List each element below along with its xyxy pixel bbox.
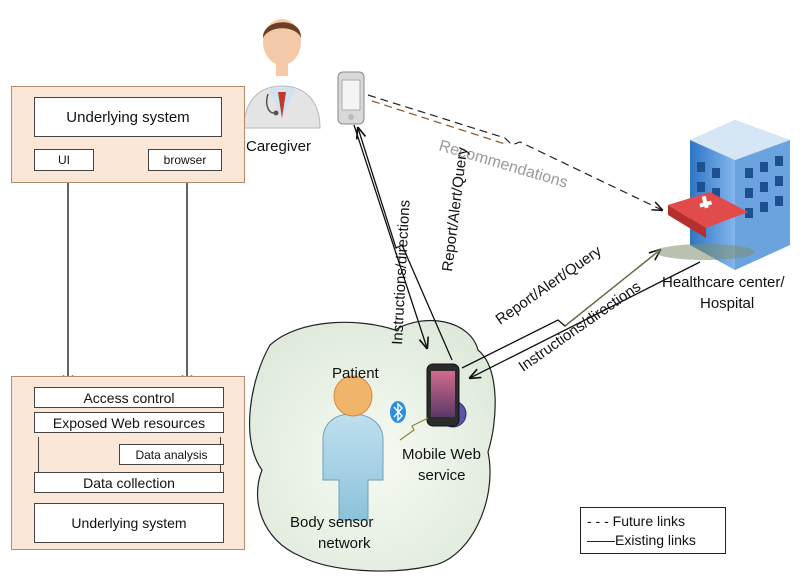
patient-label: Patient xyxy=(332,365,379,382)
data-collection-box: Data collection xyxy=(34,472,224,493)
underlying-system-box-top: Underlying system xyxy=(34,97,222,137)
link-instructions-phone xyxy=(353,124,427,348)
bluetooth-link xyxy=(399,417,429,441)
hospital-label-line2: Hospital xyxy=(700,295,755,312)
caregiver-label: Caregiver xyxy=(246,138,312,155)
patient-icon xyxy=(322,375,384,521)
bluetooth-icon xyxy=(390,401,406,423)
mobile-web-service-label-line1: Mobile Web xyxy=(402,446,481,463)
future-link-caregiver-hospital xyxy=(367,94,662,210)
patient-phone-icon xyxy=(426,363,467,428)
caregiver-phone-icon xyxy=(337,71,365,125)
body-sensor-network-label-line2: network xyxy=(318,535,371,552)
legend-future-links: - - - Future links xyxy=(587,513,686,529)
link-report-hospital-accent xyxy=(564,249,661,327)
underlying-system-box-bottom: Underlying system xyxy=(34,503,224,543)
mobile-web-service-label-line2: service xyxy=(418,467,466,484)
hospital-label-line1: Healthcare center/ xyxy=(662,274,785,291)
link-label-report-phone: Report/Alert/Query xyxy=(439,146,471,273)
link-report-phone xyxy=(358,128,453,361)
future-link-caregiver-hospital-2 xyxy=(371,100,506,145)
data-analysis-box: Data analysis xyxy=(119,444,224,465)
browser-box: browser xyxy=(148,149,222,171)
client-system-panel: Underlying system UI browser xyxy=(11,86,245,183)
legend-existing-links: ——Existing links xyxy=(587,532,696,548)
body-sensor-network-label-line1: Body sensor xyxy=(290,514,374,531)
ui-box: UI xyxy=(34,149,94,171)
hospital-building-icon xyxy=(655,120,790,270)
link-instructions-hospital xyxy=(470,261,701,378)
legend: - - - Future links ——Existing links xyxy=(580,507,726,554)
caregiver-doctor-icon xyxy=(243,19,321,129)
exposed-web-resources-box: Exposed Web resources xyxy=(34,412,224,433)
access-control-box: Access control xyxy=(34,387,224,408)
server-system-panel: Access control Exposed Web resources Dat… xyxy=(11,376,245,550)
